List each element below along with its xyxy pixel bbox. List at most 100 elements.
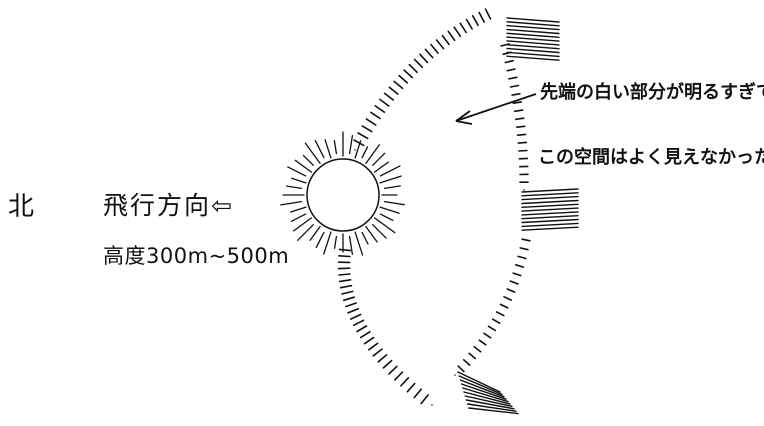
- arc-dash: [503, 295, 513, 301]
- hatch-line: [521, 203, 579, 209]
- arc-dash: [406, 382, 416, 393]
- hatch-line: [460, 383, 507, 400]
- arc-dash: [517, 141, 528, 144]
- light-ray: [383, 200, 405, 206]
- center-light-circle: [280, 131, 405, 256]
- hatch-line: [506, 47, 560, 54]
- light-ray: [314, 139, 325, 159]
- light-ray: [302, 154, 314, 166]
- arc-dash: [363, 336, 375, 345]
- arc-dash: [383, 92, 395, 101]
- arc-dash: [349, 313, 362, 320]
- arc-dash: [357, 132, 369, 140]
- light-ray: [379, 165, 401, 177]
- annotation-line-2: この空間はよく見えなかった。: [538, 147, 764, 168]
- hatch-line: [463, 391, 511, 405]
- arc-dash: [471, 15, 479, 27]
- arc-dash: [487, 325, 497, 332]
- light-ray: [372, 152, 386, 166]
- hatch-line: [468, 407, 519, 415]
- light-ray: [354, 231, 364, 256]
- hatch-line: [506, 32, 560, 38]
- hatch-line: [506, 21, 560, 27]
- hatch-line: [521, 188, 579, 193]
- light-ray: [379, 206, 400, 214]
- arc-dash: [473, 346, 482, 353]
- light-ray: [280, 200, 303, 206]
- light-ray: [287, 166, 307, 177]
- light-ray: [304, 142, 321, 165]
- arc-dash: [338, 278, 352, 283]
- hatch-line: [521, 192, 579, 197]
- hatch-line: [521, 199, 579, 205]
- annotation-line-1: 先端の白い部分が明るすぎて、: [540, 82, 764, 103]
- arc-dash: [370, 111, 381, 120]
- arc-dash: [403, 69, 414, 79]
- light-ray: [297, 224, 314, 241]
- arc-dash: [468, 352, 477, 360]
- altitude-label: 高度300m~500m: [103, 244, 290, 268]
- arc-dash: [388, 86, 399, 95]
- light-ray: [354, 140, 362, 159]
- arc-dash: [514, 117, 525, 121]
- arc-dash: [338, 273, 351, 276]
- arc-dash: [393, 80, 404, 90]
- arc-dash: [515, 125, 526, 128]
- arc-dash: [518, 149, 528, 152]
- hatch-line: [457, 371, 501, 393]
- arc-dash: [484, 8, 492, 20]
- arc-dash: [339, 284, 353, 289]
- arc-dash: [441, 34, 450, 46]
- arc-dash: [517, 255, 527, 260]
- arc-dash: [419, 53, 429, 64]
- arc-dash: [491, 318, 501, 325]
- arc-dash: [413, 388, 423, 399]
- arc-dash: [465, 18, 473, 30]
- arc-dash: [359, 330, 371, 339]
- light-ray: [348, 235, 354, 255]
- arc-dash: [408, 63, 419, 74]
- light-ray: [372, 224, 387, 239]
- inner-dashed-arc: [454, 43, 531, 376]
- light-ray: [379, 175, 402, 184]
- hatch-line: [466, 403, 517, 412]
- hatch-line: [521, 211, 579, 216]
- outer-dashed-arc: [337, 8, 492, 406]
- arc-dash: [514, 263, 525, 268]
- arc-dash: [478, 339, 487, 346]
- hatch-line: [464, 395, 513, 408]
- hatch-line: [521, 214, 579, 220]
- arc-dash: [499, 303, 509, 309]
- hatch-line: [506, 55, 560, 61]
- light-ray: [348, 135, 354, 155]
- arc-dash: [513, 109, 524, 113]
- light-ray: [315, 231, 325, 249]
- hatch-line: [506, 36, 560, 42]
- hatch-line: [521, 226, 579, 231]
- arc-dash: [511, 93, 521, 96]
- lower-hatched-tip: [457, 371, 519, 415]
- arc-dash: [509, 280, 519, 285]
- arc-dash: [519, 247, 529, 251]
- arc-dash: [435, 39, 445, 50]
- arc-dash: [430, 43, 439, 54]
- north-label: 北: [8, 192, 35, 222]
- arc-dash: [495, 311, 505, 317]
- arc-dash: [521, 238, 531, 242]
- arc-dash: [483, 332, 492, 339]
- arc-dash: [516, 133, 527, 136]
- hatch-line: [521, 207, 579, 212]
- hatch-line: [506, 24, 560, 31]
- light-ray: [292, 217, 313, 232]
- light-ray: [290, 213, 307, 222]
- light-ray: [286, 185, 303, 190]
- arc-dash: [342, 296, 356, 302]
- light-ray: [333, 235, 338, 249]
- light-ray: [365, 144, 381, 165]
- hatch-line: [458, 375, 503, 396]
- arc-dash: [353, 139, 365, 147]
- arc-dash: [352, 319, 365, 327]
- arc-dash: [400, 376, 410, 387]
- arc-dash: [508, 76, 518, 80]
